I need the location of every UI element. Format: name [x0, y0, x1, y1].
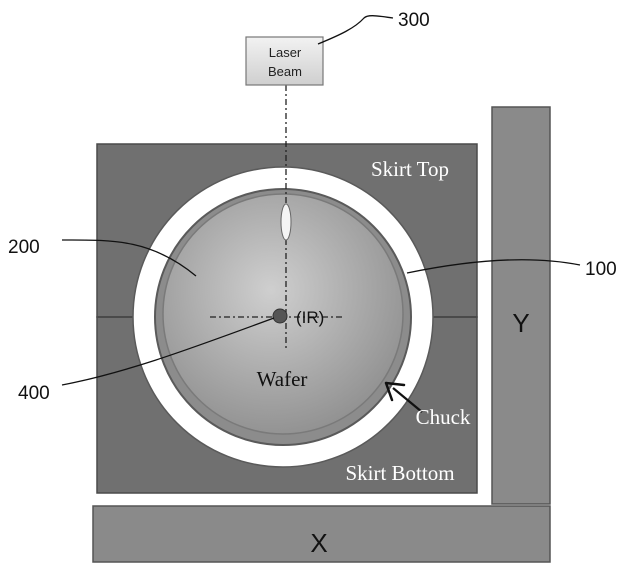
ref-300: 300 — [398, 10, 430, 31]
ref-400: 400 — [18, 383, 50, 404]
leader-100 — [406, 259, 581, 274]
x-axis-label: X — [310, 528, 327, 558]
wafer-label: Wafer — [257, 367, 308, 391]
chuck-arrow-head — [384, 381, 406, 402]
leader-300 — [317, 15, 394, 45]
skirt-bottom-label: Skirt Bottom — [345, 461, 454, 485]
laser-box-label-line2: Beam — [268, 64, 302, 79]
skirt-top-label: Skirt Top — [371, 157, 449, 181]
laser-beam-box — [245, 36, 324, 86]
chuck-label: Chuck — [416, 405, 471, 429]
laser-box-label-line1: Laser — [269, 45, 302, 60]
ir-label: (IR) — [296, 308, 324, 327]
laser-spot — [280, 203, 292, 241]
leader-400 — [61, 317, 275, 386]
leader-200 — [61, 239, 197, 277]
ir-center-point — [272, 308, 288, 324]
x-axis-bar — [92, 505, 551, 563]
y-axis-label: Y — [512, 308, 529, 338]
chuck-arrow-shaft — [392, 387, 423, 413]
ref-200: 200 — [8, 237, 40, 258]
y-axis-bar — [491, 106, 551, 505]
ref-100: 100 — [585, 259, 617, 280]
